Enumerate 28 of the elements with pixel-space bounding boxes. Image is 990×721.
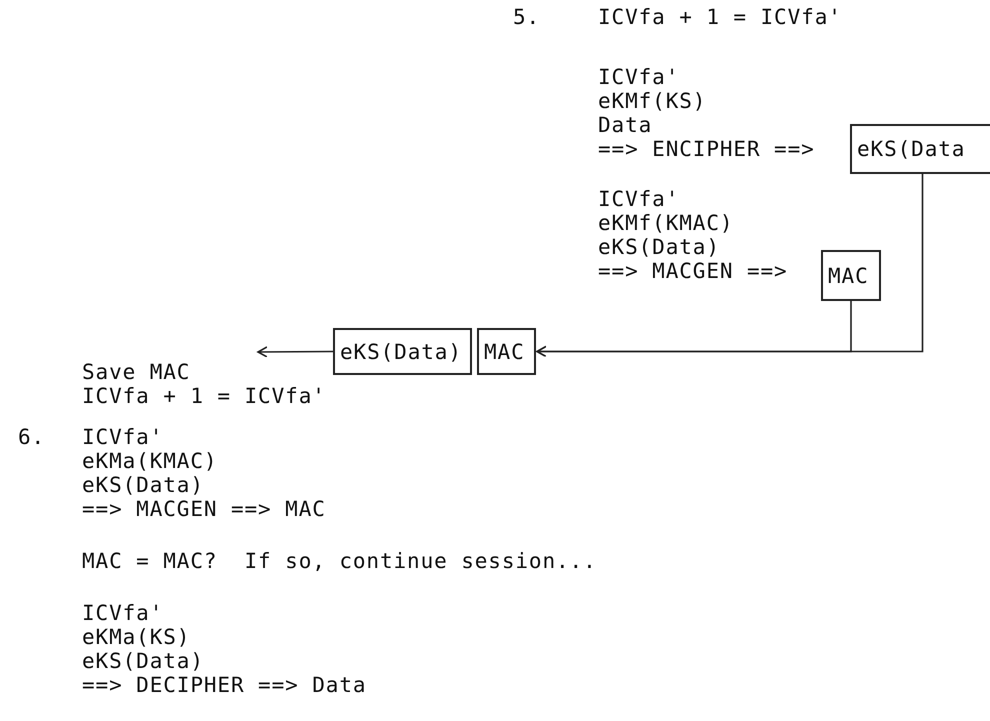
data-box: eKS(Data) bbox=[333, 328, 472, 375]
step-number: 6. bbox=[18, 425, 46, 449]
protocol-text: ICVfa' bbox=[598, 187, 680, 211]
protocol-text: eKS(Data) bbox=[82, 649, 204, 673]
data-box: MAC bbox=[821, 250, 881, 301]
protocol-text: Data bbox=[598, 113, 652, 137]
protocol-text: eKS(Data) bbox=[598, 235, 720, 259]
protocol-text: Save MAC bbox=[82, 360, 190, 384]
data-box: MAC bbox=[477, 328, 536, 375]
protocol-text: ==> MACGEN ==> bbox=[598, 259, 788, 283]
protocol-text: ICVfa' bbox=[598, 65, 680, 89]
protocol-text: ICVfa' bbox=[82, 425, 164, 449]
protocol-text: ICVfa + 1 = ICVfa' bbox=[82, 384, 326, 408]
protocol-text: eKMf(KMAC) bbox=[598, 211, 734, 235]
protocol-text: ==> DECIPHER ==> Data bbox=[82, 673, 366, 697]
protocol-text: ICVfa + 1 = ICVfa' bbox=[598, 5, 842, 29]
step-number: 5. bbox=[513, 5, 540, 29]
protocol-text: MAC = MAC? If so, continue session... bbox=[82, 549, 597, 573]
protocol-text: eKMa(KMAC) bbox=[82, 449, 218, 473]
arrow bbox=[536, 301, 852, 358]
protocol-text: ==> MACGEN ==> MAC bbox=[82, 497, 326, 521]
protocol-text: eKMf(KS) bbox=[598, 89, 706, 113]
data-box: eKS(Data bbox=[850, 124, 990, 174]
protocol-text: eKMa(KS) bbox=[82, 625, 190, 649]
protocol-text: ICVfa' bbox=[82, 601, 164, 625]
protocol-text: ==> ENCIPHER ==> bbox=[598, 137, 815, 161]
arrow bbox=[257, 346, 333, 358]
protocol-text: eKS(Data) bbox=[82, 473, 204, 497]
